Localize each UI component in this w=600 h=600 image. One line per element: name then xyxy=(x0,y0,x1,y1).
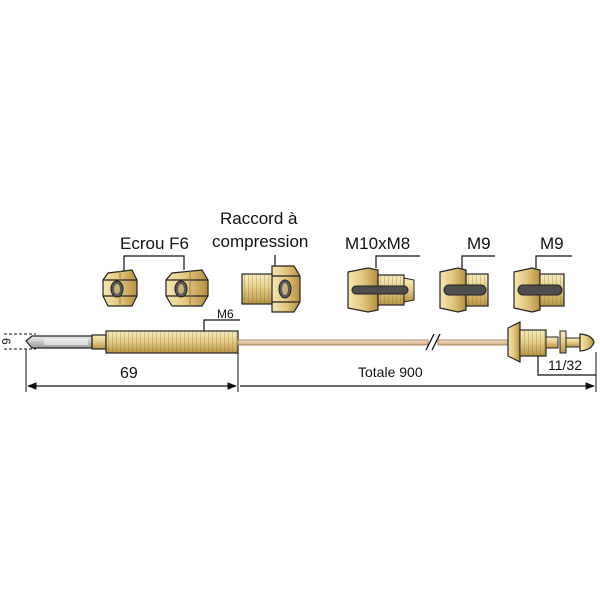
dimension-thread: 11/32 xyxy=(537,356,596,376)
dimension-69: 69 xyxy=(25,349,239,392)
label-m9-a: M9 xyxy=(467,234,491,253)
threaded-sleeve-m6 xyxy=(105,330,239,354)
ecrou-leader xyxy=(123,255,185,281)
probe-tip xyxy=(25,335,93,349)
break-marks xyxy=(425,333,441,351)
label-m6-group: M6 xyxy=(203,307,240,332)
adapter-m9-a xyxy=(439,267,489,313)
label-thread: 11/32 xyxy=(548,357,582,373)
probe-collar xyxy=(91,334,107,350)
m9-a-leader xyxy=(461,255,495,270)
capillary-tube-right xyxy=(437,339,511,346)
adapter-m10xm8 xyxy=(347,267,415,313)
adapter-m9-b xyxy=(513,267,565,313)
label-m10xm8-group: M10xM8 xyxy=(345,234,420,268)
label-m9-b: M9 xyxy=(540,234,564,253)
m6-leader xyxy=(203,319,240,332)
label-total: Totale 900 xyxy=(358,364,423,380)
label-m10xm8: M10xM8 xyxy=(345,234,410,253)
ecrou-nut-1 xyxy=(102,269,138,307)
dimension-total: Totale 900 xyxy=(240,352,597,392)
m10xm8-leader xyxy=(375,255,420,268)
label-m9-a-group: M9 xyxy=(461,234,495,270)
raccord-compression xyxy=(241,265,301,313)
end-connector xyxy=(507,321,595,363)
label-m9-b-group: M9 xyxy=(535,234,572,268)
ecrou-nut-2 xyxy=(165,269,209,307)
label-length-tip: 69 xyxy=(120,365,138,382)
label-ecrou-group: Ecrou F6 xyxy=(120,234,189,281)
label-m6: M6 xyxy=(217,307,234,321)
tip-diameter-dimension: 6 xyxy=(0,333,36,350)
label-raccord-group: Raccord à compression xyxy=(212,209,308,268)
label-raccord-line1: Raccord à xyxy=(220,209,298,228)
capillary-tube-left xyxy=(237,339,429,346)
m9-b-leader xyxy=(535,255,572,268)
label-diameter: 6 xyxy=(0,338,13,345)
label-raccord-line2: compression xyxy=(212,232,308,251)
label-ecrou: Ecrou F6 xyxy=(120,234,189,253)
